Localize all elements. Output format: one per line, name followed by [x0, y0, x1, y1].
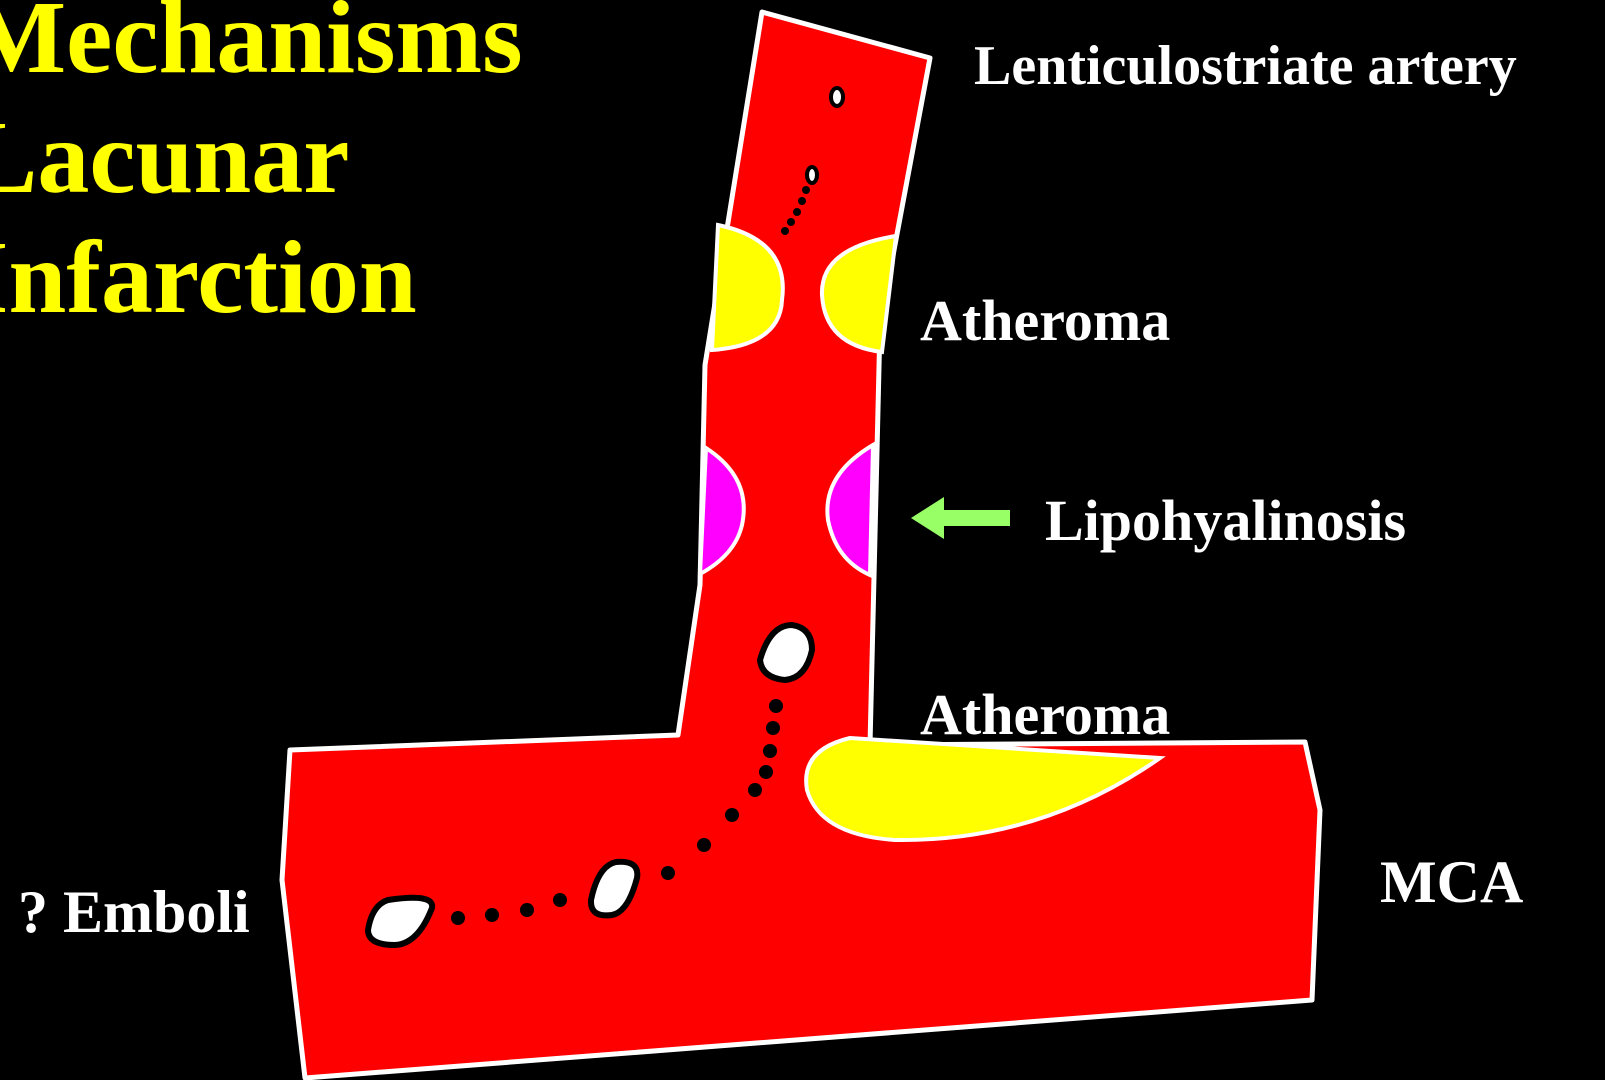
- lipohyalinosis-label: Lipohyalinosis: [1045, 492, 1406, 550]
- left-arrow-icon: [911, 497, 1010, 539]
- embolus: [831, 88, 843, 106]
- embolus: [807, 167, 817, 183]
- atheroma-lower-label: Atheroma: [920, 686, 1170, 744]
- mca-label: MCA: [1380, 852, 1523, 912]
- emboli-label: ? Emboli: [18, 882, 250, 942]
- atheroma-upper-label: Atheroma: [920, 292, 1170, 350]
- lenticulostriate-artery-label: Lenticulostriate artery: [974, 38, 1517, 94]
